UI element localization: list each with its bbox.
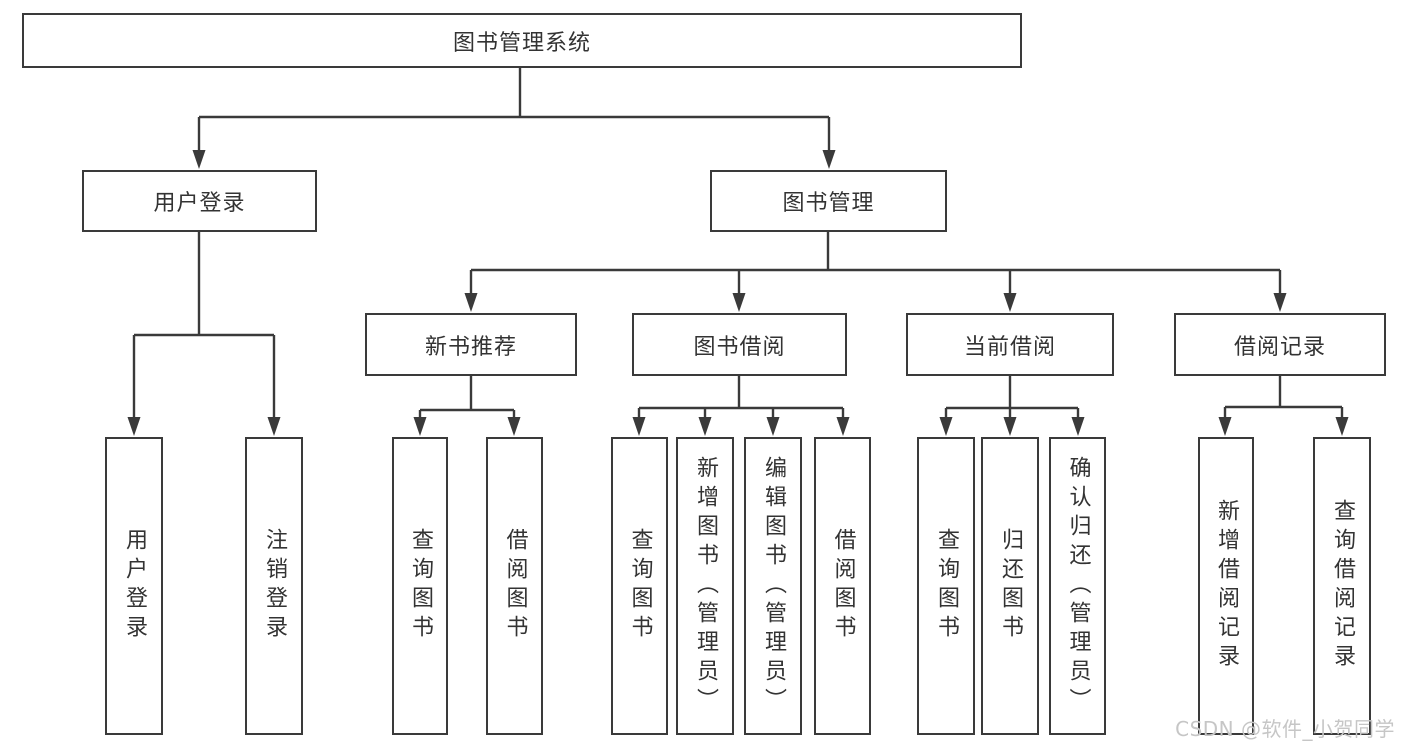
leaf-label: 借阅图书	[502, 528, 528, 644]
connector-book-borrow	[639, 376, 843, 410]
leaf-record-add: 新增借阅记录	[1198, 437, 1254, 735]
node-label: 图书管理系统	[452, 30, 591, 56]
node-user-login: 用户登录	[82, 170, 317, 232]
leaf-label: 编辑图书（管理员）	[761, 455, 786, 717]
node-label: 图书管理	[782, 191, 875, 216]
node-root-system: 图书管理系统	[22, 13, 1022, 68]
connector-book-management	[471, 232, 1280, 272]
leaf-logout: 注销登录	[245, 437, 303, 735]
csdn-watermark: CSDN @软件_小贺同学	[1175, 717, 1395, 741]
leaf-current-return: 归还图书	[981, 437, 1039, 735]
node-book-borrow: 图书借阅	[632, 313, 847, 376]
leaf-label: 确认归还（管理员）	[1065, 455, 1091, 717]
leaf-label: 查询借阅记录	[1330, 499, 1355, 673]
leaf-borrow-edit-admin: 编辑图书（管理员）	[744, 437, 802, 735]
leaf-label: 用户登录	[122, 528, 147, 644]
leaf-user-login: 用户登录	[105, 437, 163, 735]
leaf-label: 新增图书（管理员）	[693, 455, 718, 717]
connector-current-borrow	[946, 376, 1078, 410]
node-current-borrow: 当前借阅	[906, 313, 1114, 376]
leaf-label: 新增借阅记录	[1214, 499, 1239, 673]
leaf-newbook-borrow: 借阅图书	[486, 437, 543, 735]
leaf-label: 查询图书	[408, 528, 433, 644]
leaf-label: 注销登录	[262, 528, 287, 644]
leaf-label: 查询图书	[627, 528, 653, 644]
node-new-book-recommend: 新书推荐	[365, 313, 577, 376]
node-label: 当前借阅	[963, 334, 1056, 360]
node-borrow-record: 借阅记录	[1174, 313, 1386, 376]
leaf-current-confirm-admin: 确认归还（管理员）	[1049, 437, 1106, 735]
node-label: 图书借阅	[693, 334, 786, 360]
node-book-management: 图书管理	[710, 170, 947, 232]
leaf-label: 归还图书	[998, 528, 1023, 644]
node-label: 用户登录	[153, 191, 246, 216]
leaf-borrow-borrow: 借阅图书	[814, 437, 871, 735]
leaf-label: 查询图书	[934, 528, 959, 644]
node-label: 新书推荐	[424, 334, 517, 360]
connector-user-login	[134, 232, 274, 337]
connector-borrow-record	[1225, 376, 1342, 409]
leaf-borrow-query: 查询图书	[611, 437, 668, 735]
leaf-label: 借阅图书	[830, 528, 856, 644]
leaf-record-query: 查询借阅记录	[1313, 437, 1371, 735]
leaf-current-query: 查询图书	[917, 437, 975, 735]
leaf-borrow-add-admin: 新增图书（管理员）	[676, 437, 734, 735]
connector-root	[199, 68, 829, 119]
connector-new-book	[420, 376, 514, 412]
node-label: 借阅记录	[1233, 334, 1326, 360]
leaf-newbook-query: 查询图书	[392, 437, 448, 735]
